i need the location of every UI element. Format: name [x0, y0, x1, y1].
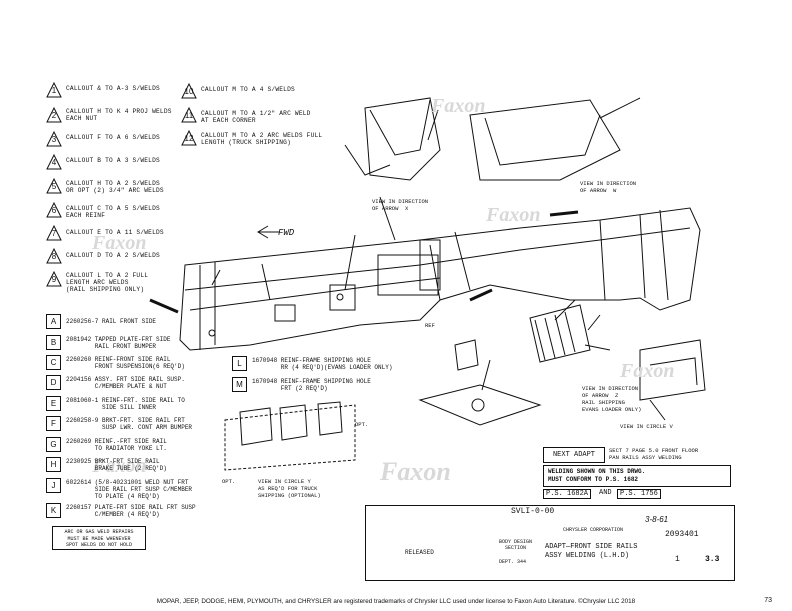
footer-trademark: MOPAR, JEEP, DODGE, HEMI, PLYMOUTH, and …	[156, 598, 636, 605]
part-description: 2230925 BRKT-FRT SIDE RAIL BRAKE TUBE (2…	[66, 458, 167, 472]
callout-text: CALLOUT M TO A 2 ARC WELDS FULL LENGTH (…	[201, 132, 323, 146]
dept-label: DEPT. 344	[499, 559, 527, 565]
drawing-title: ADAPT—FRONT SIDE RAILS ASSY WELDING (L.H…	[545, 543, 638, 560]
part-description: 2260157 PLATE-FRT SIDE RAIL FRT SUSP C/M…	[66, 504, 196, 518]
part-letter: B	[46, 335, 61, 350]
weld-repair-note: ARC OR GAS WELD REPAIRS MUST BE MADE WHE…	[52, 526, 146, 550]
view-v-label: VIEW IN CIRCLE V	[620, 423, 673, 430]
fwd-label: FWD	[278, 228, 295, 238]
callout-triangle-icon: 2	[46, 107, 62, 123]
next-adapt-label: NEXT ADAPT	[543, 447, 605, 463]
part-description: 1670948 REINF-FRAME SHIPPING HOLE FRT (2…	[252, 378, 371, 392]
watermark: Faxon	[380, 457, 451, 486]
part-description: 1670948 REINF-FRAME SHIPPING HOLE RR (4 …	[252, 357, 393, 371]
part-letter: D	[46, 375, 61, 390]
callout-text: CALLOUT C TO A 5 S/WELDS EACH REINF	[66, 205, 160, 219]
part-number: 2093401	[665, 530, 699, 539]
callout-text: CALLOUT M TO A 4 S/WELDS	[201, 86, 295, 93]
welding-note: WELDING SHOWN ON THIS DRWG. MUST CONFORM…	[543, 465, 731, 487]
callout-text: CALLOUT H TO A 2 S/WELDS OR OPT (2) 3/4"…	[66, 180, 164, 194]
part-letter: L	[232, 356, 247, 371]
opt-label: OPT.	[355, 421, 369, 428]
callout-triangle-icon: 11	[181, 107, 197, 123]
view-x-label: VIEW IN DIRECTION OF ARROW X	[372, 198, 429, 212]
title-block-frame	[365, 505, 735, 581]
part-description: 2260260 REINF-FRONT SIDE RAIL FRONT SUSP…	[66, 356, 185, 370]
view-w-label: VIEW IN DIRECTION OF ARROW W	[580, 180, 637, 194]
company-label: CHRYSLER CORPORATION	[563, 527, 624, 533]
page-number: 73	[764, 597, 772, 604]
callout-triangle-icon: 7	[46, 225, 62, 241]
callout-triangle-icon: 1	[46, 82, 62, 98]
watermark: Faxon	[486, 204, 541, 226]
part-description: 6022614 (5/8-40231001 WELD NUT FRT SIDE …	[66, 479, 193, 500]
callout-text: CALLOUT B TO A 3 S/WELDS	[66, 157, 160, 164]
callout-text: CALLOUT F TO A 6 S/WELDS	[66, 134, 160, 141]
callout-triangle-icon: 3	[46, 131, 62, 147]
part-letter: J	[46, 478, 61, 493]
watermark: Faxon	[431, 95, 486, 117]
sheet-number: 1	[675, 555, 680, 564]
callout-triangle-icon: 8	[46, 248, 62, 264]
part-letter: F	[46, 416, 61, 431]
part-description: 2081942 TAPPED PLATE-FRT SIDE RAIL FRONT…	[66, 336, 171, 350]
view-y-label: VIEW IN CIRCLE Y AS REQ'D FOR TRUCK SHIP…	[258, 478, 321, 499]
title-block: NEXT ADAPT SECT 7 PAGE 5.0 FRONT FLOOR P…	[365, 447, 735, 581]
page-ref: 3.3	[705, 555, 720, 564]
callout-triangle-icon: 6	[46, 202, 62, 218]
ref-label: REF	[425, 322, 435, 329]
body-design-label: BODY DESIGN SECTION	[499, 539, 533, 551]
part-letter: E	[46, 396, 61, 411]
part-description: 2260256-7 RAIL FRONT SIDE	[66, 318, 157, 325]
part-description: 2260258-9 BRKT-FRT. SIDE RAIL FRT SUSP L…	[66, 417, 193, 431]
date-value: 3-8-61	[645, 515, 669, 524]
callout-triangle-icon: 10	[181, 83, 197, 99]
watermark: Faxon	[92, 232, 147, 254]
callout-text: CALLOUT H TO K 4 PROJ WELDS EACH NUT	[66, 108, 172, 122]
opt-label: OPT.	[222, 478, 236, 485]
part-description: 2260269 REINF.-FRT SIDE RAIL TO RADIATOR…	[66, 438, 167, 452]
callout-text: CALLOUT M TO A 1/2" ARC WELD AT EACH COR…	[201, 110, 311, 124]
view-z-label: VIEW IN DIRECTION OF ARROW Z RAIL SHIPPI…	[582, 385, 642, 413]
part-description: 2081060-1 REINF-FRT. SIDE RAIL TO SIDE S…	[66, 397, 185, 411]
part-letter: M	[232, 377, 247, 392]
ps-and: AND	[599, 489, 612, 497]
callout-triangle-icon: 12	[181, 130, 197, 146]
callout-triangle-icon: 9	[46, 271, 62, 287]
part-letter: A	[46, 314, 61, 329]
part-letter: G	[46, 437, 61, 452]
callout-text: CALLOUT & TO A-3 S/WELDS	[66, 85, 160, 92]
sheet-code: SVLI-0-00	[511, 507, 555, 516]
callout-text: CALLOUT D TO A 2 S/WELDS	[66, 252, 160, 259]
released-label: RELEASED	[405, 549, 434, 556]
ps-1682a: P.S. 1682A	[543, 489, 592, 499]
part-letter: H	[46, 457, 61, 472]
next-adapt-text: SECT 7 PAGE 5.0 FRONT FLOOR PAN RAILS AS…	[609, 447, 699, 461]
part-letter: K	[46, 503, 61, 518]
watermark: Faxon	[92, 455, 147, 477]
part-letter: C	[46, 355, 61, 370]
callout-triangle-icon: 4	[46, 154, 62, 170]
watermark: Faxon	[620, 360, 675, 382]
ps-1756: P.S. 1756	[617, 489, 661, 499]
callout-text: CALLOUT E TO A 11 S/WELDS	[66, 229, 164, 236]
part-description: 2204156 ASSY. FRT SIDE RAIL SUSP. C/MEMB…	[66, 376, 185, 390]
callout-triangle-icon: 5	[46, 178, 62, 194]
callout-text: CALLOUT L TO A 2 FULL LENGTH ARC WELDS (…	[66, 272, 149, 293]
